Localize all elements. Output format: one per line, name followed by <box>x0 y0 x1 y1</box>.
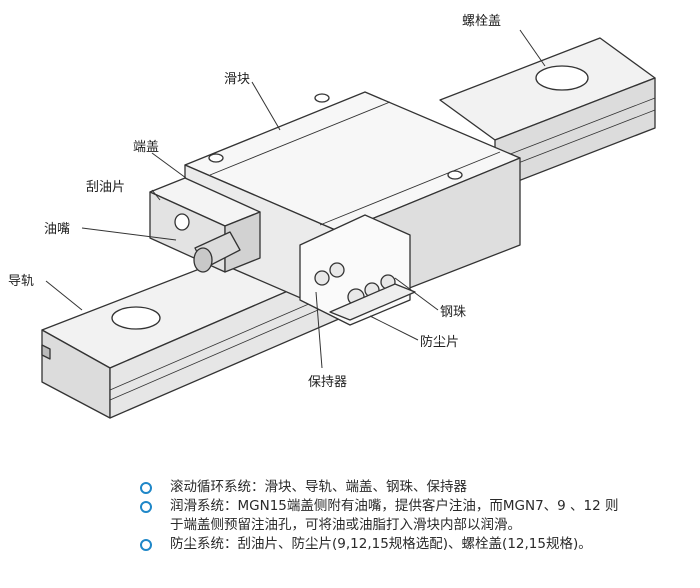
list-item-continuation: 于端盖侧预留注油孔，可将油或油脂打入滑块内部以润滑。 <box>170 517 521 533</box>
label-dust-seal: 防尘片 <box>420 335 460 350</box>
list-item: 润滑系统：MGN15端盖侧附有油嘴，提供客户注油，而MGN7、9 、12 则 <box>140 497 695 516</box>
label-slide-block: 滑块 <box>224 72 251 87</box>
bullet-ring-icon <box>140 539 152 551</box>
linear-guide-illustration <box>41 29 656 419</box>
bullet-ring-icon <box>140 482 152 494</box>
list-item: 滚动循环系统：滑块、导轨、端盖、钢珠、保持器 <box>140 478 695 497</box>
bolt-cap-rear <box>535 65 589 91</box>
label-retainer: 保持器 <box>308 375 348 390</box>
label-grease-nipple: 油嘴 <box>44 222 71 237</box>
dust-seal <box>329 283 416 321</box>
bullet-ring-icon <box>140 501 152 513</box>
feature-list: 滚动循环系统：滑块、导轨、端盖、钢珠、保持器 润滑系统：MGN15端盖侧附有油嘴… <box>140 478 695 554</box>
grease-nipple <box>174 213 241 273</box>
label-scraper: 刮油片 <box>86 180 126 195</box>
bolt-cap-front <box>111 306 161 330</box>
label-rail: 导轨 <box>8 274 35 289</box>
list-item: 防尘系统：刮油片、防尘片(9,12,15规格选配)、螺栓盖(12,15规格)。 <box>140 535 695 554</box>
rail-back <box>439 37 656 191</box>
label-steel-ball: 钢珠 <box>440 305 467 320</box>
label-bolt-cap: 螺栓盖 <box>462 14 502 29</box>
label-end-cap: 端盖 <box>133 140 160 155</box>
